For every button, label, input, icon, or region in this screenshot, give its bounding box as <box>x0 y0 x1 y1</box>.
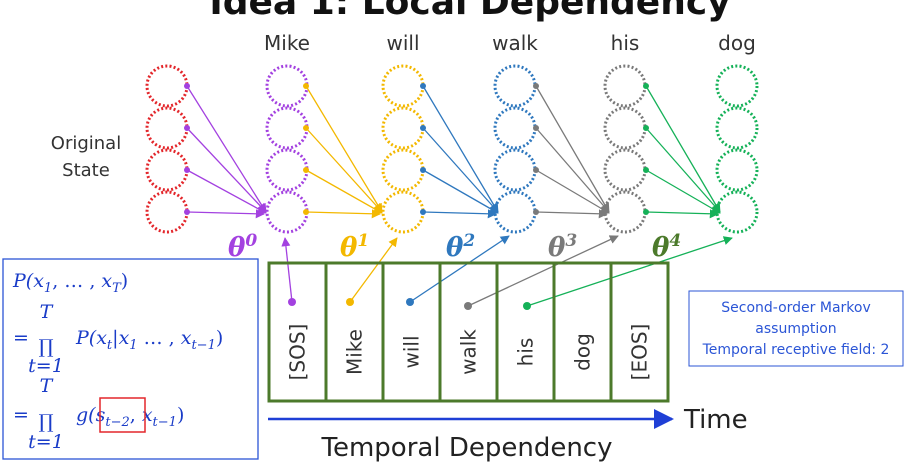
token-box-label: his <box>514 338 538 367</box>
arrow-gray-3 <box>535 169 610 214</box>
arrow-will-input <box>409 235 510 303</box>
formula-eq-3: = <box>13 404 29 426</box>
note-line3: Temporal receptive field: 2 <box>702 342 890 358</box>
word-label-will: will <box>386 31 419 55</box>
token-sequence: [SOS] Mike will walk his dog [EOS] <box>267 261 670 403</box>
arrow-green-2 <box>645 127 721 213</box>
arrow-mike-input <box>349 237 398 303</box>
arrow-green-4 <box>645 209 719 219</box>
hidden-state-columns <box>145 64 759 234</box>
arrow-green-3 <box>645 169 721 214</box>
state-node-will-3 <box>381 148 425 192</box>
word-label-walk: walk <box>492 31 538 55</box>
state-node-dog-1 <box>715 64 759 108</box>
state-node-walk-4 <box>493 190 537 234</box>
markov-note-box <box>688 290 904 367</box>
token-box-label: walk <box>457 329 481 375</box>
state-node-his-4 <box>603 190 647 234</box>
theta-1-label: θ1 <box>340 231 369 263</box>
state-node-will-2 <box>381 106 425 150</box>
token-sequence-frame <box>267 261 670 403</box>
token-box-label: [EOS] <box>628 324 652 381</box>
state-node-original-4 <box>145 190 189 234</box>
state-node-dog-3 <box>715 148 759 192</box>
token-box-label: [SOS] <box>286 324 310 381</box>
temporal-dependency-caption: Temporal Dependency <box>321 433 613 463</box>
arrow-yellow-2 <box>305 127 383 213</box>
prod-lower-1: t=1 <box>28 355 64 377</box>
state-node-his-2 <box>603 106 647 150</box>
state-node-original-3 <box>145 148 189 192</box>
arrow-sos-input <box>281 237 293 303</box>
arrow-yellow-4 <box>305 209 381 219</box>
state-node-dog-4 <box>715 190 759 234</box>
time-label: Time <box>683 405 748 435</box>
original-state-label-line2: State <box>62 160 110 181</box>
formula-box <box>2 258 259 460</box>
state-node-mike-2 <box>265 106 309 150</box>
arrow-purple-3 <box>186 169 267 214</box>
theta-4-label: θ4 <box>652 231 681 263</box>
prod-symbol-1: ∏ <box>38 336 53 358</box>
state-highlight-box <box>99 397 146 433</box>
note-line1: Second-order Markov <box>721 300 871 316</box>
state-node-will-4 <box>381 190 425 234</box>
formula-line1: P(x1, … , xT) <box>12 270 128 296</box>
state-node-walk-1 <box>493 64 537 108</box>
word-label-dog: dog <box>718 31 756 55</box>
arrow-walk-input <box>467 235 619 307</box>
arrow-green-1 <box>645 85 721 213</box>
token-box-label: dog <box>571 333 595 371</box>
word-label-his: his <box>611 31 640 55</box>
arrow-blue-3 <box>422 169 499 214</box>
state-node-mike-1 <box>265 64 309 108</box>
arrow-blue-4 <box>422 209 497 219</box>
prod-lower-2: t=1 <box>28 431 64 453</box>
theta-3-label: θ3 <box>548 231 577 263</box>
arrow-purple-4 <box>186 209 265 219</box>
state-node-his-3 <box>603 148 647 192</box>
token-box-label: will <box>400 335 424 368</box>
slide-title: Idea 1: Local Dependency <box>209 0 730 23</box>
theta-2-label: θ2 <box>446 231 475 263</box>
state-node-mike-4 <box>265 190 309 234</box>
word-label-mike: Mike <box>264 31 310 55</box>
theta-0-label: θ0 <box>228 231 257 263</box>
arrow-gray-1 <box>535 85 610 213</box>
prod-upper-2: T <box>40 375 54 397</box>
arrow-yellow-1 <box>305 85 383 213</box>
formula-eq-2: = <box>13 327 29 349</box>
arrow-yellow-3 <box>305 169 383 214</box>
token-box-label: Mike <box>343 329 367 375</box>
state-node-mike-3 <box>265 148 309 192</box>
prod-upper-1: T <box>40 301 54 323</box>
arrow-purple-2 <box>186 127 267 213</box>
prod-symbol-2: ∏ <box>38 411 53 433</box>
state-node-dog-2 <box>715 106 759 150</box>
state-node-walk-3 <box>493 148 537 192</box>
state-node-walk-2 <box>493 106 537 150</box>
arrow-purple-1 <box>186 85 267 213</box>
dependency-arrows <box>184 83 733 310</box>
state-node-original-1 <box>145 64 189 108</box>
state-node-will-1 <box>381 64 425 108</box>
arrow-blue-2 <box>422 127 499 213</box>
arrow-gray-4 <box>535 209 608 219</box>
arrow-gray-2 <box>535 127 610 213</box>
state-node-his-1 <box>603 64 647 108</box>
note-line2: assumption <box>755 321 836 337</box>
original-state-label-line1: Original <box>51 133 121 154</box>
arrow-his-input <box>526 236 733 307</box>
state-node-original-2 <box>145 106 189 150</box>
arrow-blue-1 <box>422 85 499 213</box>
